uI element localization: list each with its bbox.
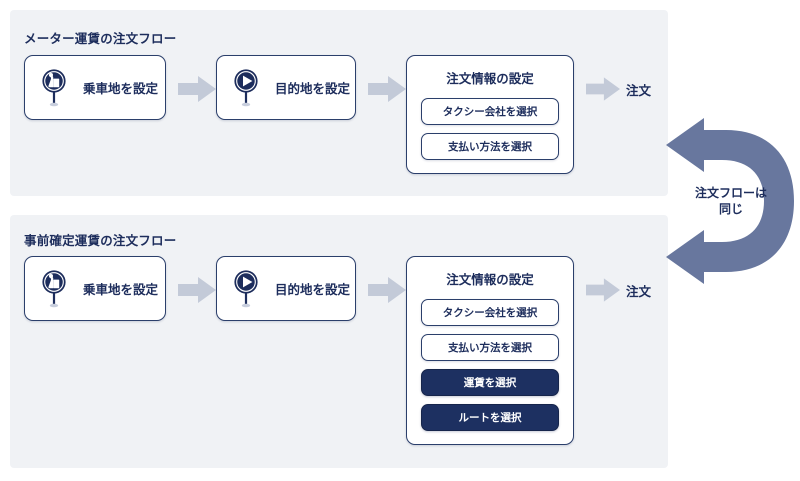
destination-pin-icon <box>231 68 261 108</box>
step-card-meter-destination[interactable]: 目的地を設定 <box>216 55 356 120</box>
option-taxi-company[interactable]: タクシー会社を選択 <box>421 299 559 326</box>
terminal-label-fixed: 注文 <box>626 285 652 299</box>
step-label: 乗車地を設定 <box>83 82 159 96</box>
double-headed-curved-arrow-icon <box>660 118 794 289</box>
connector-label: 注文フローは 同じ <box>672 185 790 217</box>
flow-arrow-icon <box>586 277 620 308</box>
flow-arrow-icon <box>368 277 406 308</box>
flow-arrow-icon <box>178 277 216 308</box>
step-card-meter-pickup[interactable]: 乗車地を設定 <box>24 55 166 120</box>
connector-label-line1: 注文フローは <box>694 186 767 200</box>
pickup-pin-icon <box>39 269 69 309</box>
pickup-pin-icon <box>39 68 69 108</box>
card-content: 目的地を設定 <box>217 257 355 320</box>
option-taxi-company[interactable]: タクシー会社を選択 <box>421 98 559 125</box>
destination-pin-icon <box>231 269 261 309</box>
card-content: 乗車地を設定 <box>25 257 165 320</box>
order-info-card-meter: 注文情報の設定 タクシー会社を選択 支払い方法を選択 <box>406 55 574 174</box>
order-info-title: 注文情報の設定 <box>446 273 534 287</box>
order-info-card-fixed: 注文情報の設定 タクシー会社を選択 支払い方法を選択 運賃を選択 ルートを選択 <box>406 256 574 445</box>
order-info-title: 注文情報の設定 <box>446 72 534 86</box>
option-fare[interactable]: 運賃を選択 <box>421 369 559 396</box>
step-card-fixed-destination[interactable]: 目的地を設定 <box>216 256 356 321</box>
step-label: 乗車地を設定 <box>83 283 159 297</box>
option-payment-method[interactable]: 支払い方法を選択 <box>421 133 559 160</box>
flow-arrow-icon <box>368 76 406 107</box>
flow-arrow-icon <box>178 76 216 107</box>
step-card-fixed-pickup[interactable]: 乗車地を設定 <box>24 256 166 321</box>
step-label: 目的地を設定 <box>275 82 351 96</box>
flow-arrow-icon <box>586 76 620 107</box>
section-title-fixed: 事前確定運賃の注文フロー <box>24 234 177 248</box>
card-content: 乗車地を設定 <box>25 56 165 119</box>
terminal-label-meter: 注文 <box>626 84 652 98</box>
option-route[interactable]: ルートを選択 <box>421 404 559 431</box>
step-label: 目的地を設定 <box>275 283 351 297</box>
section-title-meter: メーター運賃の注文フロー <box>24 32 177 46</box>
option-payment-method[interactable]: 支払い方法を選択 <box>421 334 559 361</box>
card-content: 目的地を設定 <box>217 56 355 119</box>
connector-label-line2: 同じ <box>718 202 743 217</box>
